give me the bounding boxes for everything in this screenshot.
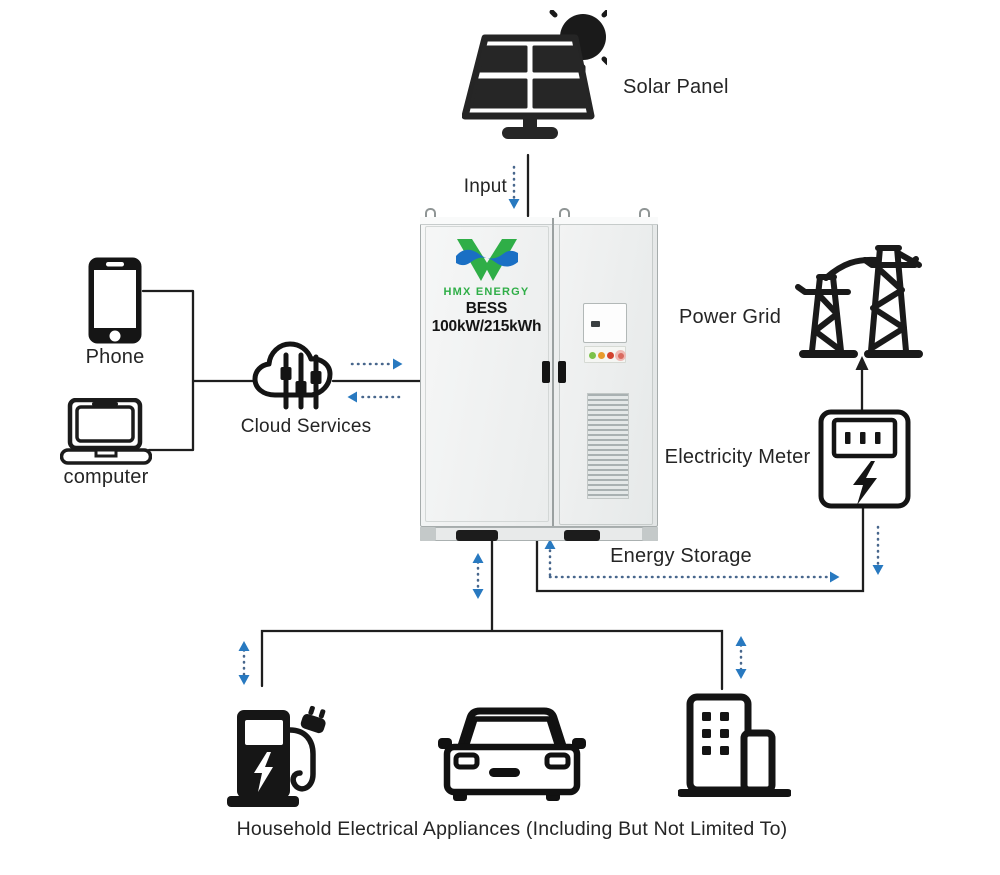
energy-storage-label: Energy Storage: [610, 545, 752, 567]
blue-arrowheads: [238, 199, 884, 685]
display-screen: [591, 321, 600, 327]
cabinet-foot: [456, 530, 498, 541]
phone-computer-cloud-line: [141, 289, 422, 452]
bess-model-text: BESS 100kW/215kWh: [431, 300, 542, 335]
plug-icon: [300, 705, 326, 734]
appliance-distribution-line: [260, 526, 724, 691]
ev-charger-icon: [225, 696, 335, 811]
bess-cabinet: HMX ENERGY BESS 100kW/215kWh: [420, 208, 658, 541]
lifting-hook-icon: [559, 208, 570, 217]
door-handle: [542, 361, 550, 383]
electricity-meter-icon: [818, 408, 911, 510]
car-icon: [437, 702, 587, 802]
bess-brand-text: HMX ENERGY: [443, 286, 530, 298]
indicator-lights: [584, 346, 626, 363]
phone-label: Phone: [85, 346, 145, 368]
green-indicator-light: [589, 352, 596, 359]
control-display-panel: [583, 303, 627, 343]
appliances-caption: Household Electrical Appliances (Includi…: [236, 818, 788, 840]
input-label: Input: [463, 176, 507, 197]
computer-label: computer: [63, 466, 149, 488]
laptop-icon: [60, 398, 152, 466]
emergency-stop-button: [615, 350, 626, 361]
building-icon: [678, 690, 791, 802]
power-grid-label: Power Grid: [678, 306, 782, 328]
electricity-meter-label: Electricity Meter: [664, 446, 811, 468]
amber-indicator-light: [598, 352, 605, 359]
red-indicator-light: [607, 352, 614, 359]
base-corner: [642, 527, 658, 541]
solar-panel-icon: [462, 10, 607, 145]
door-handle: [558, 361, 566, 383]
cabinet-door-divider: [552, 218, 554, 526]
hmx-energy-logo-icon: [455, 237, 519, 283]
grid-up-arrowhead: [855, 356, 869, 370]
cloud-services-icon: [250, 334, 336, 412]
cloud-services-label: Cloud Services: [240, 416, 372, 437]
cabinet-top-strip: [420, 217, 658, 225]
solar-panel-label: Solar Panel: [623, 76, 729, 98]
ventilation-grille: [587, 393, 629, 499]
lifting-hook-icon: [425, 208, 436, 217]
phone-icon: [87, 256, 143, 345]
base-corner: [420, 527, 436, 541]
power-grid-icon: [793, 238, 923, 363]
cabinet-foot: [564, 530, 600, 541]
lifting-hook-icon: [639, 208, 650, 217]
energy-storage-loop-line: [535, 503, 865, 593]
